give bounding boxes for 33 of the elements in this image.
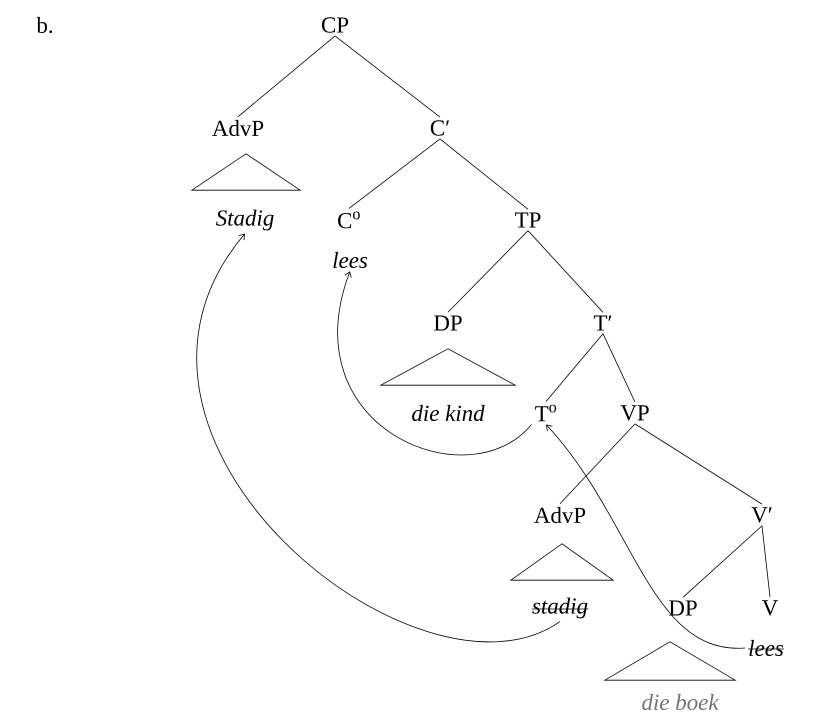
category-label: DP [434,315,462,331]
category-label: VP [620,405,649,421]
category-label: T$^{o}$ [535,404,556,422]
branch-line [334,36,440,118]
branch-line [560,423,636,504]
branch-line [546,333,604,402]
example-label: b. [36,16,52,34]
category-label: C′ [430,120,450,136]
branch-line [762,525,770,598]
branch-line [682,525,762,598]
branch-line [348,138,440,209]
terminal-word: die boek [642,694,719,710]
terminal-word: Stadig [216,210,274,230]
movement-arrow [338,271,532,456]
category-label: C$^{o}$ [338,212,360,228]
branch-line [634,423,762,505]
movement-arrow [546,424,746,648]
category-label: CP [322,17,348,33]
branch-line [528,230,604,313]
terminal-word: lees [333,252,368,268]
branch-line [440,138,528,210]
category-label: TP [515,212,540,228]
category-label: T′ [594,315,612,330]
branch-line [602,333,636,403]
category-label: AdvP [212,120,264,136]
category-label: V [762,600,778,616]
branch-line [238,36,336,118]
category-label: AdvP [534,506,586,524]
branch-line [448,230,528,313]
category-label: V′ [751,507,772,523]
movement-arrow [197,234,560,642]
category-label: DP [669,600,697,616]
terminal-word: die kind [412,404,485,422]
